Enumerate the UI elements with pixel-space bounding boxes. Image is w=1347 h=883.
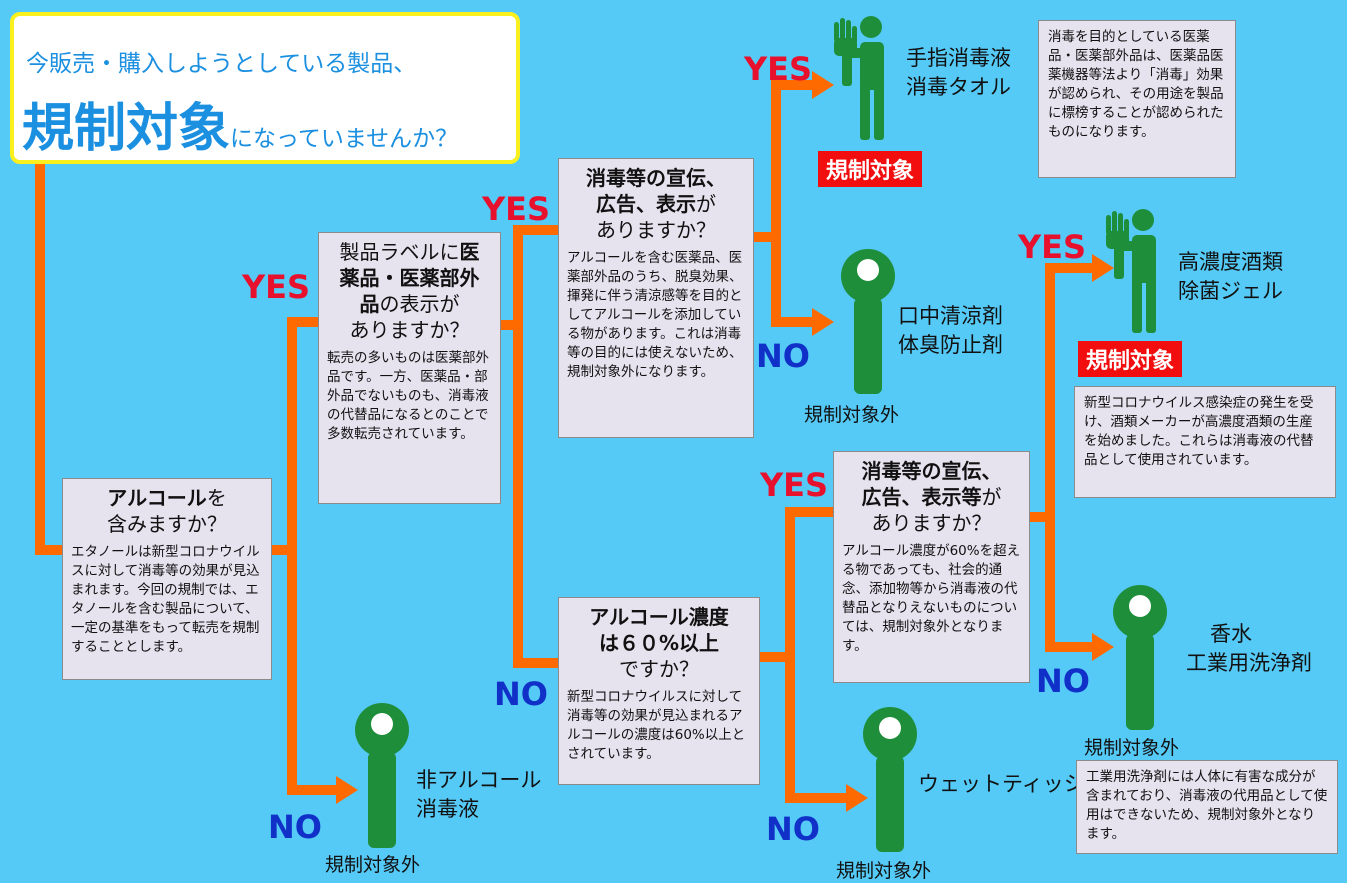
question-ad1-text: 消毒等の宣伝、 広告、表示が ありますか？ [586, 166, 726, 242]
connector-conc-yes [760, 507, 833, 662]
question-concentration-note: 新型コロナウイルスに対して消毒等の効果が見込まれるアルコールの濃度は60%以上と… [567, 689, 746, 762]
not-regulated-label: 規制対象外 [804, 404, 900, 426]
ok-person-icon [841, 249, 895, 394]
connector-conc-no [785, 657, 846, 803]
note-industrial-cleaner: 工業用洗浄剤には人体に有害な成分が含まれており、消毒液の代用品として使用はできな… [1076, 760, 1338, 854]
outcome-hand-sanitizer: 手指消毒液 消毒タオル [906, 46, 1011, 99]
yes-label-label: YES [482, 190, 551, 228]
ok-person-icon [1113, 585, 1167, 730]
arrowhead-alcohol-no [336, 776, 358, 804]
no-label-conc: NO [766, 810, 820, 848]
question-concentration-text: アルコール濃度 は６０%以上 ですか？ [589, 605, 729, 681]
no-label-ad2: NO [1036, 662, 1090, 700]
title-line2: 規制対象になっていませんか？ [22, 86, 458, 161]
question-ad2-text: 消毒等の宣伝、 広告、表示等が ありますか？ [861, 459, 1002, 535]
outcome-non-alcohol: 非アルコール 消毒液 [416, 768, 542, 821]
note-high-conc-liquor: 新型コロナウイルス感染症の発生を受け、酒類メーカーが高濃度酒類の生産を始めました… [1074, 386, 1336, 498]
connector-ad1-no [771, 237, 812, 327]
question-concentration-box: アルコール濃度 は６０%以上 ですか？ 新型コロナウイルスに対して消毒等の効果が… [558, 597, 760, 785]
stop-hand-person-icon [834, 16, 884, 140]
yes-label-conc: YES [760, 466, 829, 504]
yes-label-ad1: YES [744, 50, 813, 88]
question-label-box: 製品ラベルに医 薬品・医薬部外 品の表示が ありますか？ 転売の多いものは医薬部… [318, 232, 501, 504]
arrowhead-ad1-no [812, 308, 834, 336]
connector-label-no [513, 325, 558, 668]
question-ad2-note: アルコール濃度が60%を超える物であっても、社会的通念、添加物等から消毒液の代替… [842, 543, 1021, 654]
question-ad1-note: アルコールを含む医薬品、医薬部外品のうち、脱臭効果、揮発に伴う清涼感等を目的とし… [567, 250, 743, 380]
title-box: 今販売・購入しようとしている製品、 規制対象になっていませんか？ [10, 12, 520, 164]
yes-label-alcohol: YES [242, 268, 311, 306]
connector-ad1-yes [754, 80, 812, 242]
no-label-alcohol: NO [268, 808, 322, 846]
title-highlight: 規制対象 [22, 99, 231, 159]
not-regulated-label: 規制対象外 [1084, 737, 1180, 759]
arrowhead-ad2-yes [1092, 254, 1114, 282]
question-alcohol-note: エタノールは新型コロナウイルスに対して消毒等の効果が見込まれます。今回の規制では… [71, 544, 260, 655]
outcome-high-conc-liquor: 高濃度酒類 除菌ジェル [1178, 250, 1283, 303]
connector-title-to-alcohol [35, 164, 62, 555]
regulated-badge: 規制対象 [1078, 341, 1183, 377]
question-label-note: 転売の多いものは医薬部外品です。一方、医薬品・部外品でないものも、消毒液の代替品… [327, 350, 489, 442]
arrowhead-ad2-no [1092, 633, 1114, 661]
outcome-perfume: 香水 工業用洗浄剤 [1186, 622, 1312, 675]
no-label-ad1: NO [756, 337, 810, 375]
ok-person-icon [863, 707, 917, 852]
arrowhead-conc-no [846, 784, 868, 812]
question-ad2-box: 消毒等の宣伝、 広告、表示等が ありますか？ アルコール濃度が60%を超える物で… [833, 451, 1030, 683]
no-label-label: NO [494, 675, 548, 713]
regulated-badge: 規制対象 [818, 151, 923, 187]
title-line1: 今販売・購入しようとしている製品、 [26, 51, 417, 77]
connector-alcohol-yes [272, 317, 318, 555]
not-regulated-label: 規制対象外 [836, 860, 932, 882]
question-label-text: 製品ラベルに医 薬品・医薬部外 品の表示が ありますか？ [339, 240, 480, 342]
yes-label-ad2: YES [1018, 228, 1087, 266]
title-line2-rest: になっていませんか？ [230, 126, 459, 152]
connector-alcohol-no [287, 550, 336, 795]
outcome-wet-tissue: ウェットティッシュ [918, 772, 1106, 796]
connector-label-yes [501, 225, 558, 330]
arrowhead-ad1-yes [812, 71, 834, 99]
outcome-mouthwash: 口中清涼剤 体臭防止剤 [898, 304, 1003, 357]
ok-person-icon [355, 703, 409, 848]
question-alcohol-text: アルコールを 含みますか？ [107, 486, 227, 536]
note-regulated-disinfectant: 消毒を目的としている医薬品・医薬部外品は、医薬品医薬機器等法より「消毒」効果が認… [1038, 20, 1236, 178]
connector-ad2-no [1045, 517, 1092, 652]
stop-hand-person-icon [1106, 209, 1156, 333]
question-alcohol-box: アルコールを 含みますか？ エタノールは新型コロナウイルスに対して消毒等の効果が… [62, 478, 272, 680]
question-ad1-box: 消毒等の宣伝、 広告、表示が ありますか？ アルコールを含む医薬品、医薬部外品の… [558, 158, 754, 438]
connector-ad2-yes [1030, 263, 1092, 522]
not-regulated-label: 規制対象外 [325, 854, 421, 876]
